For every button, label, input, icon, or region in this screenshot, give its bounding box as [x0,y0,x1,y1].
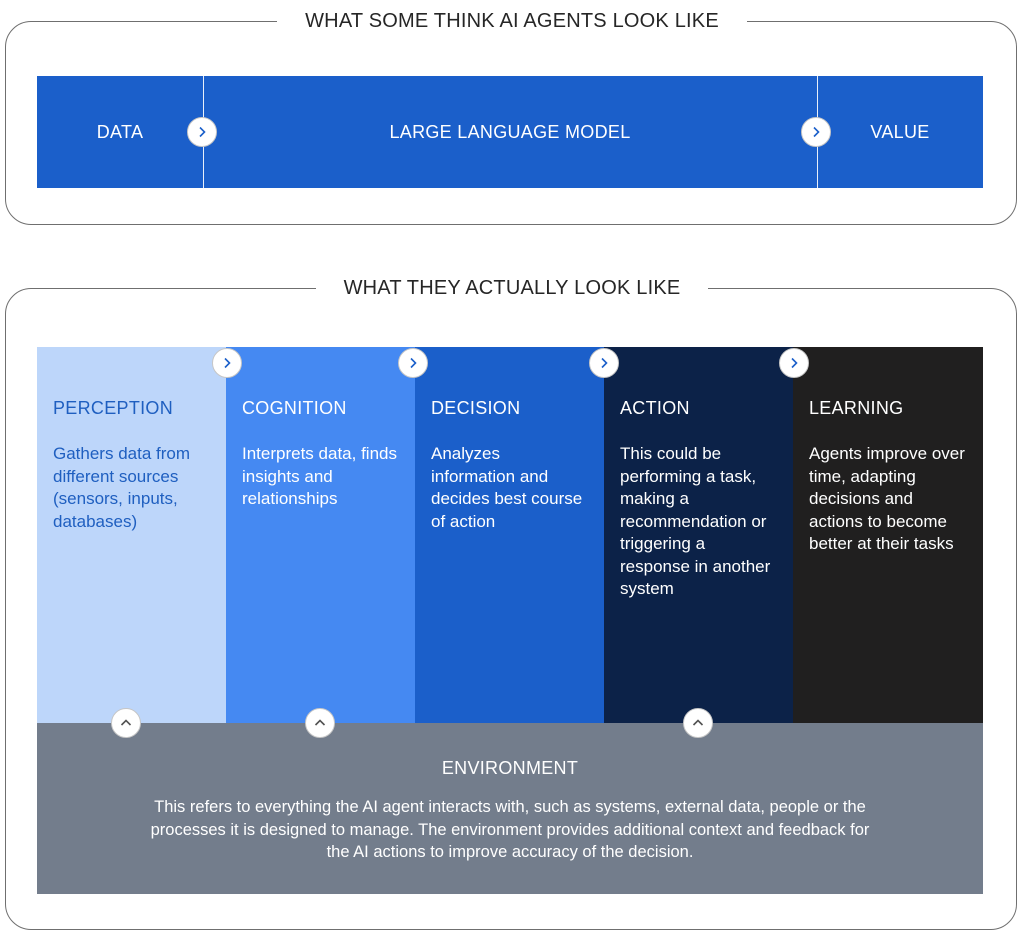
chevron-right-icon [187,117,217,147]
stage-decision: DECISION Analyzes information and decide… [415,347,604,723]
stage-action: ACTION This could be performing a task, … [604,347,793,723]
chevron-up-icon [305,708,335,738]
stage-cognition: COGNITION Interprets data, finds insight… [226,347,415,723]
chevron-right-icon [398,348,428,378]
chevron-right-icon [779,348,809,378]
chevron-up-icon [111,708,141,738]
stage-learning: LEARNING Agents improve over time, adapt… [793,347,983,723]
stage-title: ACTION [620,398,690,418]
stage-perception: PERCEPTION Gathers data from different s… [37,347,226,723]
data-label: DATA [96,121,144,142]
stage-title: COGNITION [242,398,347,418]
chevron-right-icon [589,348,619,378]
stage-description: Agents improve over time, adapting decis… [809,444,965,553]
chevron-up-icon [683,708,713,738]
environment-description: This refers to everything the AI agent i… [150,798,870,861]
stage-description: Interprets data, finds insights and rela… [242,444,397,508]
llm-label: LARGE LANGUAGE MODEL [389,121,631,142]
chevron-right-icon [801,117,831,147]
value-label: VALUE [870,121,930,142]
bottom-section-title: WHAT THEY ACTUALLY LOOK LIKE [315,277,709,299]
stage-description: This could be performing a task, making … [620,444,771,598]
chevron-right-icon [212,348,242,378]
llm-pipeline-band: DATA LARGE LANGUAGE MODEL VALUE [37,76,983,188]
environment-title: ENVIRONMENT [441,758,579,778]
stage-title: PERCEPTION [53,398,174,418]
environment-panel: ENVIRONMENT This refers to everything th… [37,723,983,894]
top-section-title: WHAT SOME THINK AI AGENTS LOOK LIKE [277,10,747,32]
stage-description: Gathers data from different sources (sen… [53,444,191,531]
stage-title: LEARNING [809,398,904,418]
stage-title: DECISION [431,398,521,418]
stage-description: Analyzes information and decides best co… [431,444,583,531]
